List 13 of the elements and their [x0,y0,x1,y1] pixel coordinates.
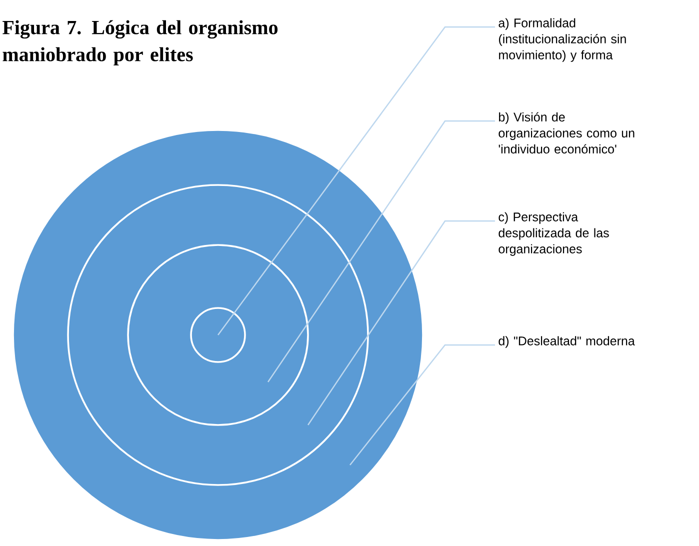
label-text: a) Formalidad (institucionalización sin movimiento) y forma [498,18,626,62]
leader-line [307,220,495,426]
label-text: c) Perspectiva despolitizada de las organizaciones [498,212,609,256]
ring-circle [12,129,424,541]
leader-line [217,26,495,336]
leader-line [267,120,495,382]
ring-circle [127,244,309,426]
leader-line [350,344,495,466]
ring-circle [67,184,369,486]
label-text: b) Visión de organizaciones como un 'individuo económico' [498,112,634,154]
label-text: d) "Deslealtad" moderna [498,336,635,348]
ring-circle [190,307,246,363]
title: Figura 7. Lógica del organismo maniobrado por elites [2,20,278,66]
